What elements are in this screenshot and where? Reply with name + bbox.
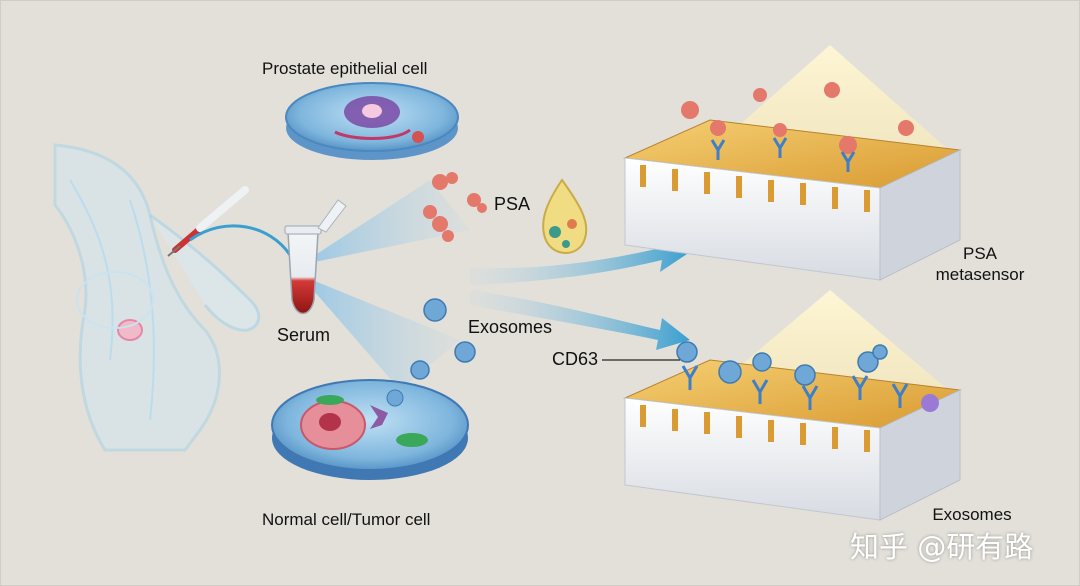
syringe-icon (167, 186, 249, 257)
blood-draw-arrow (189, 224, 292, 256)
exosome-metasensor-chip (623, 290, 962, 521)
serum-tube-icon (284, 199, 347, 315)
psa-protein-cluster (423, 172, 487, 242)
exosome-cluster (402, 298, 476, 403)
psa-flow-cone (300, 180, 470, 265)
exosomes-metasensor-label: Exosomes (932, 505, 1012, 524)
exosomes-label: Exosomes (468, 317, 553, 337)
flow-arrows (470, 236, 690, 350)
arrow-to-exosome-metasensor (470, 290, 690, 350)
serum-droplet-icon (542, 178, 588, 254)
cd63-label: CD63 (552, 349, 599, 369)
normal-tumor-cell-label: Normal cell/Tumor cell (262, 510, 431, 529)
arrow-to-psa-metasensor (470, 236, 690, 285)
psa-label: PSA (494, 194, 531, 214)
psa-metasensor-label-line2: metasensor (935, 265, 1025, 284)
human-body-illustration (53, 143, 261, 452)
prostate-epithelial-cell (285, 82, 459, 160)
watermark: 知乎 @研有路 (850, 530, 1034, 564)
psa-metasensor-label-line1: PSA (962, 244, 998, 263)
prostate-cell-label: Prostate epithelial cell (262, 59, 428, 78)
prostate-organ (117, 319, 143, 341)
psa-metasensor-chip (623, 45, 962, 281)
serum-label: Serum (277, 325, 331, 345)
normal-tumor-cell (271, 379, 469, 480)
